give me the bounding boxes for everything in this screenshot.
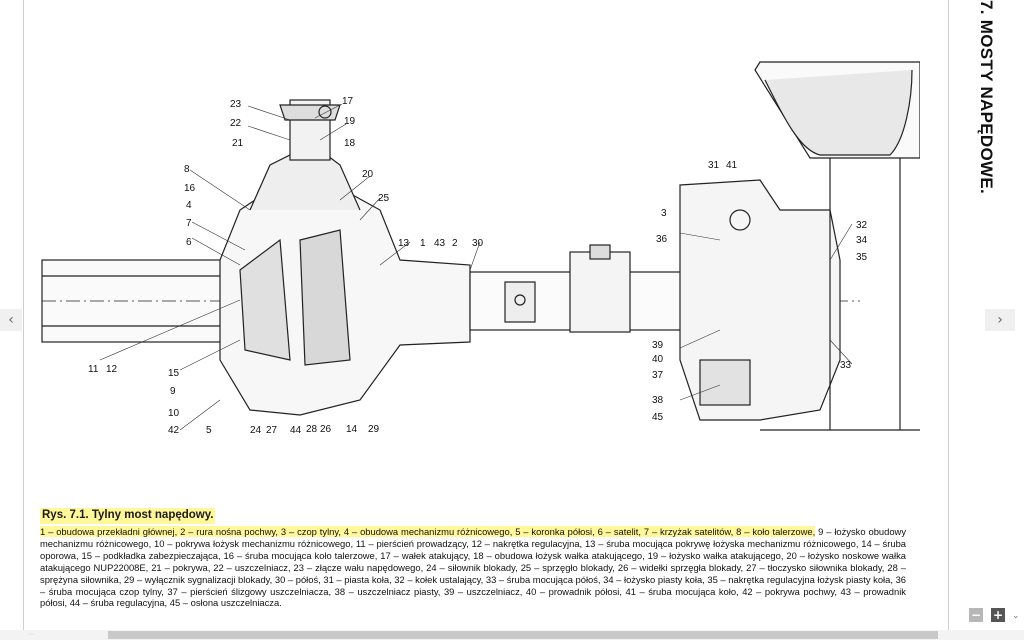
zoom-out-button[interactable]: − [969, 608, 983, 622]
callout-19: 19 [344, 116, 356, 127]
callout-18: 18 [344, 138, 356, 149]
callout-22: 22 [230, 118, 242, 129]
callout-6: 6 [186, 237, 192, 248]
callout-36: 36 [656, 234, 668, 245]
callout-14: 14 [346, 424, 358, 435]
callout-37: 37 [652, 370, 664, 381]
callout-4: 4 [186, 200, 192, 211]
callout-34: 34 [856, 235, 868, 246]
callout-24: 24 [250, 425, 262, 436]
callout-39: 39 [652, 340, 664, 351]
callout-12: 12 [106, 364, 118, 375]
scroll-left-icon[interactable]: ⋯ [28, 632, 34, 638]
next-page-button[interactable]: › [985, 309, 1015, 331]
callout-3: 3 [661, 208, 667, 219]
callout-31: 31 [708, 160, 720, 171]
callout-15: 15 [168, 368, 180, 379]
legend-text: 9 – łożysko obudowy mechanizmu różnicowe… [40, 526, 907, 609]
callout-45: 45 [652, 412, 664, 423]
callout-16: 16 [184, 183, 196, 194]
previous-page-button[interactable]: ‹ [0, 309, 22, 331]
callout-26: 26 [320, 424, 332, 435]
callout-9: 9 [170, 386, 176, 397]
callout-11: 11 [88, 364, 99, 375]
callout-41: 41 [726, 160, 738, 171]
horizontal-scrollbar-thumb[interactable] [108, 631, 938, 639]
callout-17: 17 [342, 96, 354, 107]
callout-35: 35 [856, 252, 868, 263]
callout-8: 8 [184, 164, 190, 175]
callout-7: 7 [186, 218, 192, 229]
callout-23: 23 [230, 99, 242, 110]
figure-legend: 1 – obudowa przekładni głównej, 2 – rura… [40, 526, 906, 609]
zoom-in-button[interactable]: + [991, 608, 1005, 622]
callout-20: 20 [362, 169, 374, 180]
callout-44: 44 [290, 425, 302, 436]
callout-2: 2 [452, 238, 458, 249]
callout-21: 21 [232, 138, 244, 149]
figure-caption: Rys. 7.1. Tylny most napędowy. [40, 508, 216, 524]
callout-28: 28 [306, 424, 318, 435]
callout-42: 42 [168, 425, 180, 436]
callout-33: 33 [840, 360, 852, 371]
callout-43: 43 [434, 238, 446, 249]
callout-32: 32 [856, 220, 868, 231]
legend-highlighted-text: 1 – obudowa przekładni głównej, 2 – rura… [40, 526, 816, 537]
scroll-down-icon[interactable]: ⌄ [1012, 610, 1020, 620]
callout-5: 5 [206, 425, 212, 436]
callout-29: 29 [368, 424, 380, 435]
rear-axle-technical-drawing: 23 17 22 19 21 18 8 20 16 25 4 7 6 13 1 … [40, 60, 920, 440]
callout-1: 1 [420, 238, 426, 249]
callout-10: 10 [168, 408, 180, 419]
callout-40: 40 [652, 354, 664, 365]
callout-27: 27 [266, 425, 278, 436]
callout-38: 38 [652, 395, 664, 406]
callout-30: 30 [472, 238, 484, 249]
chapter-title: 7. MOSTY NAPĘDOWE. [977, 0, 996, 195]
callout-25: 25 [378, 193, 390, 204]
callout-13: 13 [398, 238, 410, 249]
